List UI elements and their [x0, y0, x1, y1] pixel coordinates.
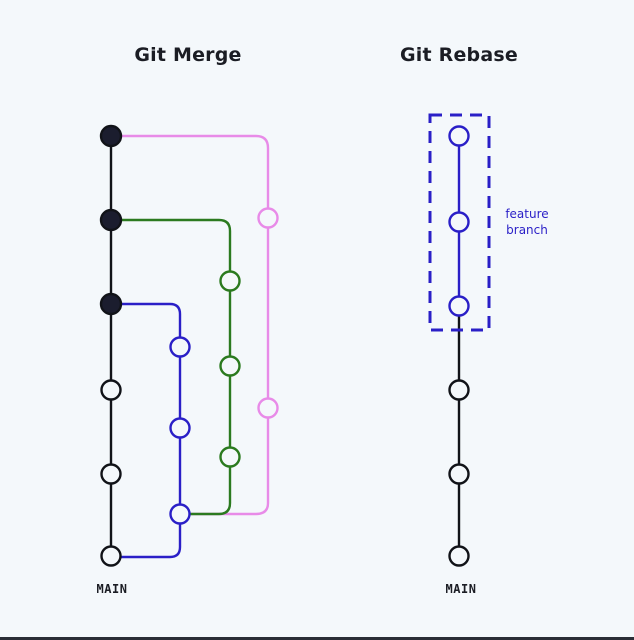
merge-blue-commit: [169, 417, 191, 439]
merge-main-commit: [100, 545, 122, 567]
merge-main-commit: [100, 379, 122, 401]
rebase-diagram: [428, 113, 491, 567]
merge-diagram: [99, 124, 279, 567]
rebase-main-commit: [448, 463, 470, 485]
merge-pink-commit: [257, 397, 279, 419]
merge-pink-branch: [111, 134, 270, 516]
rebase-main-commit: [448, 379, 470, 401]
merge-main-commit-filled: [99, 124, 123, 148]
merge-green-branch: [111, 218, 232, 516]
merge-commit-node: [169, 503, 191, 525]
merge-pink-commit: [257, 207, 279, 229]
feature-branch-label-line2: branch: [506, 223, 548, 237]
merge-blue-commit: [169, 336, 191, 358]
feature-branch-label-line1: feature: [505, 207, 549, 221]
merge-green-commit: [219, 355, 241, 377]
bottom-border: [0, 637, 634, 640]
rebase-main-label: MAIN: [445, 582, 477, 596]
git-rebase-title: Git Rebase: [400, 44, 518, 66]
feature-branch-box: [428, 113, 491, 332]
git-merge-title: Git Merge: [134, 44, 242, 66]
merge-green-commit: [219, 446, 241, 468]
rebase-feature-commit: [448, 295, 470, 317]
merge-green-commit: [219, 270, 241, 292]
rebase-main-commit: [448, 545, 470, 567]
merge-main-commit-filled: [99, 208, 123, 232]
rebase-feature-commit: [448, 125, 470, 147]
merge-main-label: MAIN: [96, 582, 128, 596]
merge-main-commit-filled: [99, 292, 123, 316]
rebase-feature-commit: [448, 211, 470, 233]
merge-main-commit: [100, 463, 122, 485]
